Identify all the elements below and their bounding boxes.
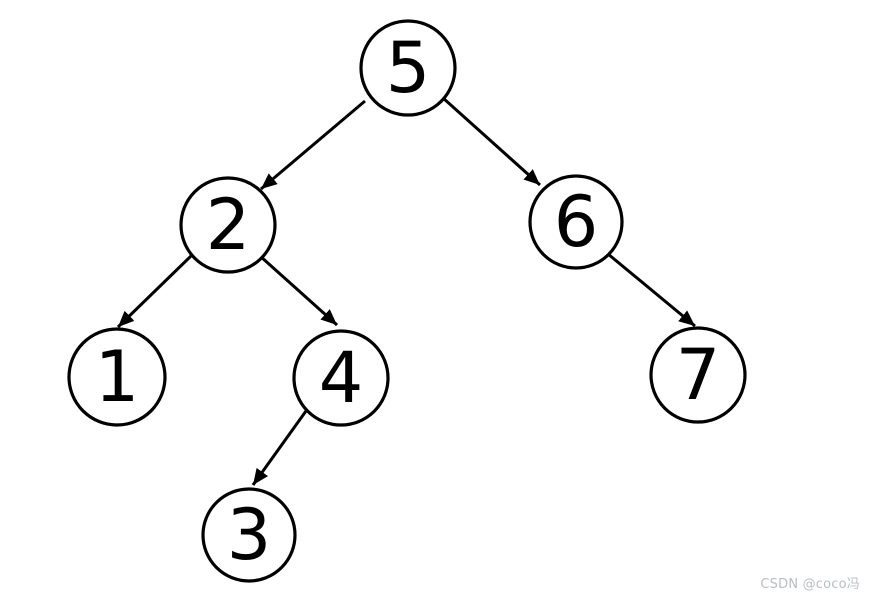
tree-node-5: 5 [359,19,457,117]
tree-node-2: 2 [179,176,277,274]
node-circle-6 [528,174,624,270]
tree-node-3: 3 [201,487,297,583]
edge-5-to-6 [441,96,542,187]
node-circle-4 [292,329,390,427]
edge-2-to-1 [116,253,194,329]
nodes-layer: 5 2 6 1 4 7 3 [67,19,747,583]
node-label-6: 6 [554,181,599,263]
watermark: CSDN @coco冯 [760,577,860,592]
node-label-7: 7 [676,334,721,416]
edge-4-to-3 [251,410,308,486]
tree-node-7: 7 [649,326,747,424]
tree-node-4: 4 [292,329,390,427]
tree-node-1: 1 [67,327,167,427]
node-label-3: 3 [227,494,272,576]
node-circle-3 [201,487,297,583]
edge-2-to-4 [258,254,339,327]
node-label-1: 1 [95,336,140,418]
edge-5-to-2 [260,99,366,191]
edge-6-to-7 [607,252,696,328]
node-label-4: 4 [319,337,364,419]
tree-node-6: 6 [528,174,624,270]
node-circle-2 [179,176,277,274]
node-label-5: 5 [386,27,431,109]
edges-layer [116,96,696,486]
node-circle-1 [67,327,167,427]
node-circle-7 [649,326,747,424]
node-label-2: 2 [206,184,251,266]
node-circle-5 [359,19,457,117]
